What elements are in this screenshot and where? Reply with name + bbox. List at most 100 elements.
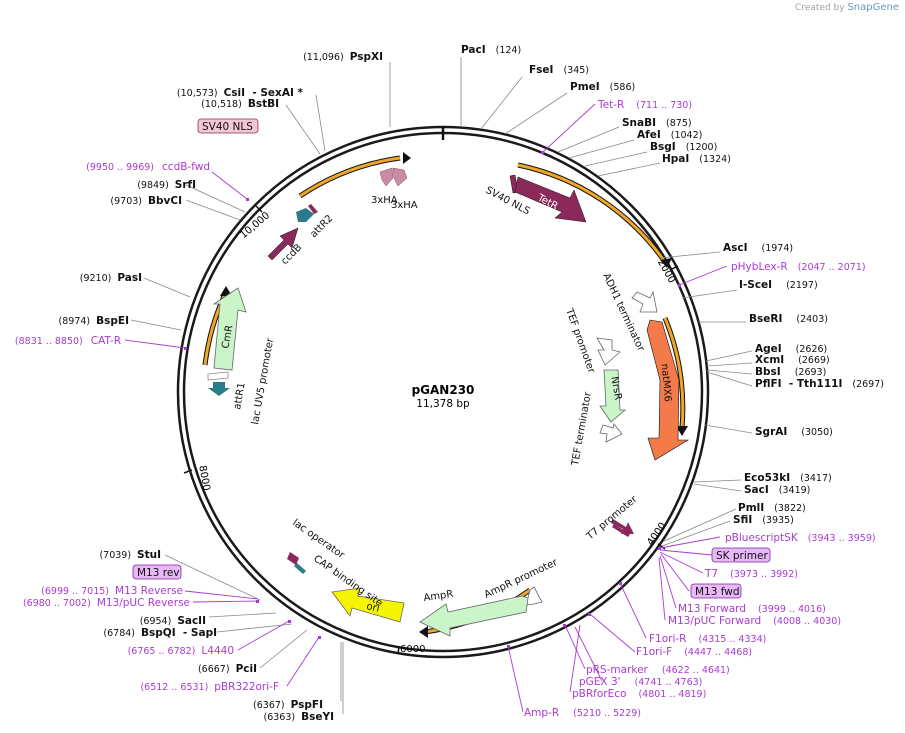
feature-label-t7-promoter: T7 promoter (584, 493, 640, 543)
primer-mark (184, 347, 187, 350)
leader-line (185, 199, 241, 221)
feature-lac-uv5-promoter (207, 371, 229, 381)
primer-label: F1ori-R(4315 .. 4334) (649, 633, 766, 645)
leader-line (185, 184, 246, 213)
feature-attr1 (208, 382, 230, 396)
site-label: SnaBI(875) (622, 117, 692, 129)
primer-label: F1ori-F(4447 .. 4468) (636, 646, 752, 658)
leader-line (663, 508, 737, 542)
site-label: BbsI(2693) (755, 366, 826, 378)
leader-line (315, 94, 326, 152)
orf-arrowhead (660, 258, 672, 268)
leader-line (480, 76, 523, 130)
primer-label: Amp-R(5210 .. 5229) (524, 707, 641, 719)
leader-line (706, 371, 753, 387)
feature-attr2-tip (308, 204, 318, 214)
sites-left: (11,096)PspXI (10,573)CsiI - SexAI * (10… (59, 51, 383, 723)
site-label: BsgI(1200) (650, 141, 717, 153)
primer-label: pBluescriptSK(3943 .. 3959) (725, 532, 876, 544)
feature-label-cmr: CmR (220, 324, 235, 349)
leader-line (259, 629, 308, 669)
tick-mark (183, 469, 193, 474)
primer-mark (246, 198, 249, 201)
site-label: SgrAI(3050) (755, 426, 833, 438)
feature-cmr (212, 287, 247, 371)
site-label: HpaI(1324) (662, 153, 731, 165)
primer-leader (659, 536, 721, 549)
site-label: BseRI(2403) (749, 313, 828, 325)
plasmid-name: pGAN230 (412, 383, 475, 397)
leader-line (285, 104, 321, 155)
primer-mark (563, 624, 566, 627)
leader-line (130, 319, 182, 331)
primer-leader (569, 624, 581, 693)
primer-labels: Tet-R(711 .. 730) pHybLex-R(2047 .. 2071… (15, 99, 876, 719)
primer-label: M13 Forward(3999 .. 4016) (678, 603, 826, 615)
leader-line (143, 277, 191, 298)
leader-line (704, 424, 753, 434)
plasmid-length: 11,378 bp (416, 398, 470, 410)
leader-line (597, 162, 661, 177)
leader-lines (130, 57, 753, 714)
credit-prefix: Created by (795, 3, 845, 13)
m13-rev-label: M13 rev (137, 567, 180, 579)
primer-mark (678, 284, 681, 287)
sites-right: PacI(124) FseI(345) PmeI(586) SnaBI(875)… (461, 44, 884, 526)
primer-leader (659, 555, 677, 609)
feature-tef-terminator (599, 423, 623, 443)
primer-leader (507, 645, 524, 713)
primer-leader (542, 103, 596, 153)
primer-label: pBRforEco(4801 .. 4819) (572, 688, 706, 700)
primer-leader (124, 339, 186, 349)
primer-label: M13/pUC Forward(4008 .. 4030) (668, 615, 841, 627)
site-label: PmeI(586) (570, 81, 635, 93)
primer-label: (6765 .. 6782)L4440 (128, 645, 234, 657)
primer-leader (589, 613, 636, 653)
leader-line (164, 554, 261, 601)
m13-fwd-label: M13 fwd (695, 586, 740, 598)
orf-arc-ccdb-fill (299, 156, 401, 198)
leader-line (557, 126, 620, 153)
sk-primer-box (711, 547, 771, 563)
site-label: PacI(124) (461, 44, 521, 56)
primer-leader (237, 620, 290, 651)
primer-label: pRS-marker(4622 .. 4641) (586, 664, 730, 676)
primer-leader (192, 600, 258, 603)
leader-line (504, 92, 568, 135)
feature-natmx6 (646, 319, 690, 461)
orf-arrowhead (676, 426, 688, 436)
orf-arrowhead (220, 286, 232, 296)
leader-line (706, 369, 753, 375)
feature-tetr (514, 176, 587, 223)
m13-rev-box (132, 564, 182, 580)
primer-leader (564, 624, 586, 670)
leader-line (693, 479, 742, 483)
tick-label: 8000 (196, 465, 211, 492)
sk-primer-label: SK primer (716, 550, 768, 562)
primer-leader (660, 553, 690, 592)
sv40-nls-box-label: SV40 NLS (202, 121, 253, 133)
site-label: (9210)PasI (80, 272, 142, 284)
feature-label-ampr: AmpR (423, 589, 454, 604)
primer-mark (288, 620, 291, 623)
feature-attr2 (296, 208, 314, 222)
site-label: PmlI(3822) (738, 502, 806, 514)
primer-leader (286, 636, 320, 687)
primer-mark (541, 151, 544, 154)
site-label: AscI(1974) (723, 242, 793, 254)
primer-leader (678, 265, 728, 286)
feature-t7-promoter (611, 519, 634, 534)
feature-lac-operator-right (612, 524, 630, 537)
site-label: FseI(345) (529, 64, 589, 76)
site-label: (10,518)BstBI (201, 98, 279, 110)
leader-line (659, 251, 721, 259)
feature-label-attr2: attR2 (308, 213, 335, 240)
leader-line (705, 350, 753, 362)
primer-label: T7(3973 .. 3992) (704, 568, 798, 580)
feature-label-3xha-a: 3xHA (371, 195, 398, 206)
leader-line (661, 520, 731, 547)
primer-leader (619, 582, 647, 639)
site-label: (9849)SrfI (137, 179, 196, 191)
feature-label-nrsr: NrsR (608, 376, 623, 401)
